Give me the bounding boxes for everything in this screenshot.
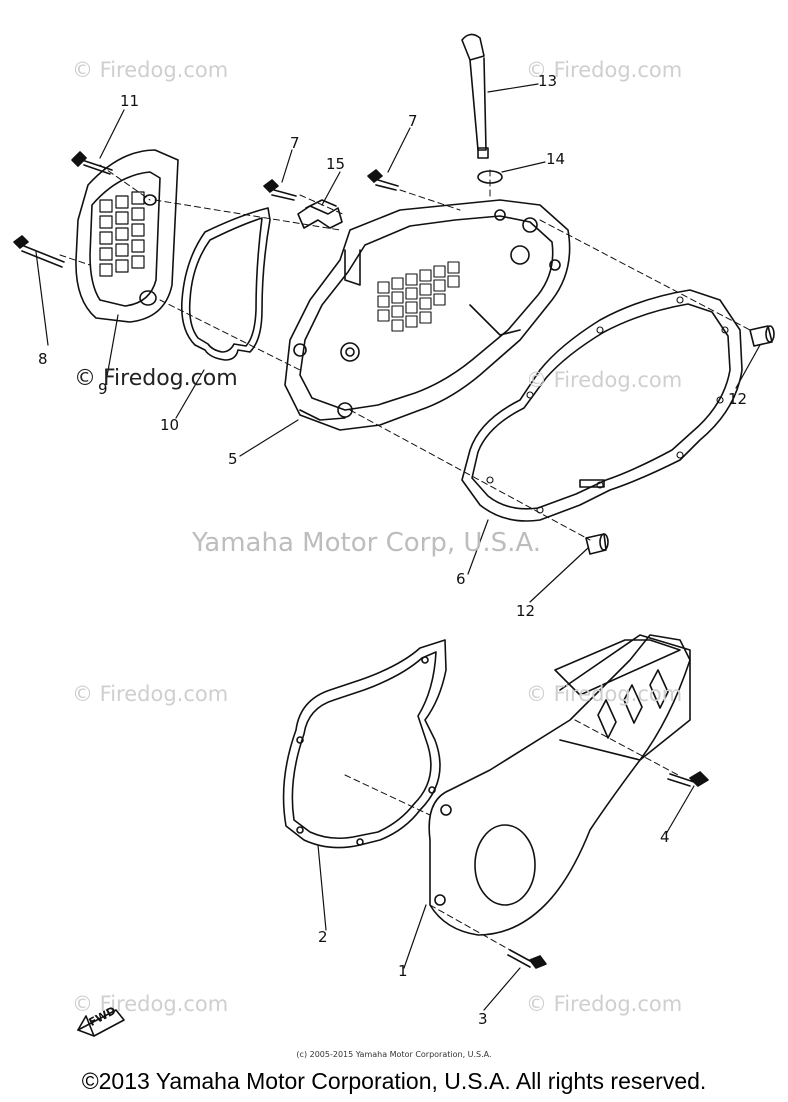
watermark-firedog: © Firedog.com	[526, 58, 683, 82]
bolt-part-7-left	[263, 179, 297, 201]
watermark-firedog: © Firedog.com	[72, 682, 229, 706]
watermark-yamaha: Yamaha Motor Corp, U.S.A.	[192, 528, 542, 558]
watermark-firedog: © Firedog.com	[72, 992, 229, 1016]
bolt-part-4	[667, 771, 709, 787]
gasket-part-10	[180, 207, 271, 361]
gasket-part-6	[461, 289, 743, 522]
fwd-arrow-icon	[77, 1009, 125, 1037]
watermark-firedog: © Firedog.com	[526, 682, 683, 706]
bolt-part-11	[71, 151, 113, 175]
dipstick-part-13	[461, 33, 489, 159]
footer-copyright: ©2013 Yamaha Motor Corporation, U.S.A. A…	[81, 1068, 707, 1094]
callout-6: 6	[456, 570, 466, 588]
watermark-firedog: © Firedog.com	[526, 992, 683, 1016]
small-copyright: (c) 2005-2015 Yamaha Motor Corporation, …	[296, 1050, 492, 1059]
callout-7: 7	[290, 134, 300, 152]
dowel-part-12-lower	[585, 533, 609, 555]
callout-11: 11	[120, 92, 140, 110]
callout-14: 14	[546, 150, 566, 168]
bolt-part-8	[13, 235, 65, 268]
callout-4: 4	[660, 828, 670, 846]
callout-3: 3	[478, 1010, 488, 1028]
callout-5: 5	[228, 450, 238, 468]
callout-15: 15	[326, 155, 346, 173]
callout-13: 13	[538, 72, 558, 90]
callout-10: 10	[160, 416, 180, 434]
callout-9: 9	[98, 380, 108, 398]
callout-2: 2	[318, 928, 328, 946]
crankcase-cover-part-5	[284, 199, 571, 431]
callout-7: 7	[408, 112, 418, 130]
bolt-part-7-right	[367, 169, 399, 191]
callout-8: 8	[38, 350, 48, 368]
small-cover-part-9	[75, 149, 179, 323]
callout-1: 1	[398, 962, 408, 980]
watermark-firedog: © Firedog.com	[526, 368, 683, 392]
watermark-firedog-dark: © Firedog.com	[74, 366, 238, 391]
bolt-part-3	[507, 949, 547, 969]
generator-cover-part-1	[428, 634, 691, 936]
gasket-part-2	[282, 639, 447, 849]
callout-12: 12	[516, 602, 536, 620]
callout-12: 12	[728, 390, 748, 408]
leader-lines	[35, 83, 761, 1011]
watermark-firedog: © Firedog.com	[72, 58, 229, 82]
dowel-part-12-upper	[749, 325, 775, 347]
